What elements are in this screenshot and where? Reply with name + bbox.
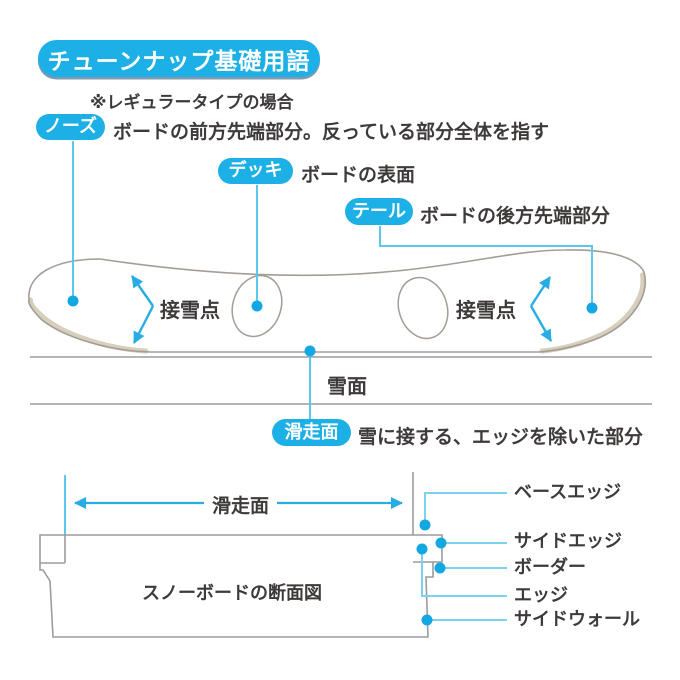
running-surface-arrow-label: 滑走面 [204, 491, 278, 518]
board-base-band-tail [539, 272, 646, 354]
running-surface-term-desc: 雪に接する、エッジを除いた部分 [358, 426, 644, 448]
base-edge-dot [419, 519, 431, 531]
sidewall-dot [421, 614, 433, 626]
insert-ellipse-right [397, 276, 449, 340]
cross-section-edge-left-lines [40, 535, 66, 564]
contact-point-right-label: 接雪点 [456, 298, 516, 322]
cross-section-caption: スノーボードの断面図 [142, 583, 322, 604]
tail-connector-line [379, 226, 593, 305]
board-base-band-nose [27, 297, 149, 354]
side-edge-dot [435, 537, 447, 549]
snow-surface-label: 雪面 [327, 374, 367, 398]
contact-left-arrow-down [132, 305, 155, 344]
running-surface-term-pill: 滑走面 [272, 419, 351, 446]
nose-term-desc: ボードの前方先端部分。反っている部分全体を指す [113, 121, 550, 143]
nose-term-pill: ノーズ [36, 114, 105, 140]
edge-dot [416, 543, 428, 555]
edge-label: エッジ [514, 585, 568, 606]
board-profile-fill [28, 249, 646, 352]
running-surface-dot [304, 345, 316, 357]
insert-ellipse-left [231, 274, 283, 338]
contact-point-left-label: 接雪点 [160, 298, 220, 322]
border-label: ボーダー [514, 557, 586, 578]
tail-term-desc: ボードの後方先端部分 [420, 205, 611, 227]
contact-right-arrow-down [529, 305, 553, 342]
nose-dot [67, 295, 79, 307]
cross-section-outline [39, 534, 443, 638]
page-title: チューンナップ基礎用語 [38, 40, 320, 77]
contact-right-arrow-up [529, 276, 552, 307]
tail-dot [586, 302, 598, 314]
deck-term-desc: ボードの表面 [301, 164, 416, 186]
base-edge-label: ベースエッジ [514, 482, 622, 503]
tail-term-pill: テール [345, 198, 413, 225]
board-profile-outline [28, 249, 646, 353]
edge-connector [421, 551, 507, 597]
base-edge-connector [424, 492, 507, 523]
sidewall-label: サイドウォール [514, 609, 640, 630]
border-dot [434, 562, 446, 574]
contact-left-arrow-up [131, 275, 154, 307]
note-regular-type: ※レギュラータイプの場合 [90, 93, 294, 113]
deck-term-pill: デッキ [218, 158, 293, 184]
deck-dot [251, 300, 263, 312]
side-edge-label: サイドエッジ [514, 531, 622, 552]
